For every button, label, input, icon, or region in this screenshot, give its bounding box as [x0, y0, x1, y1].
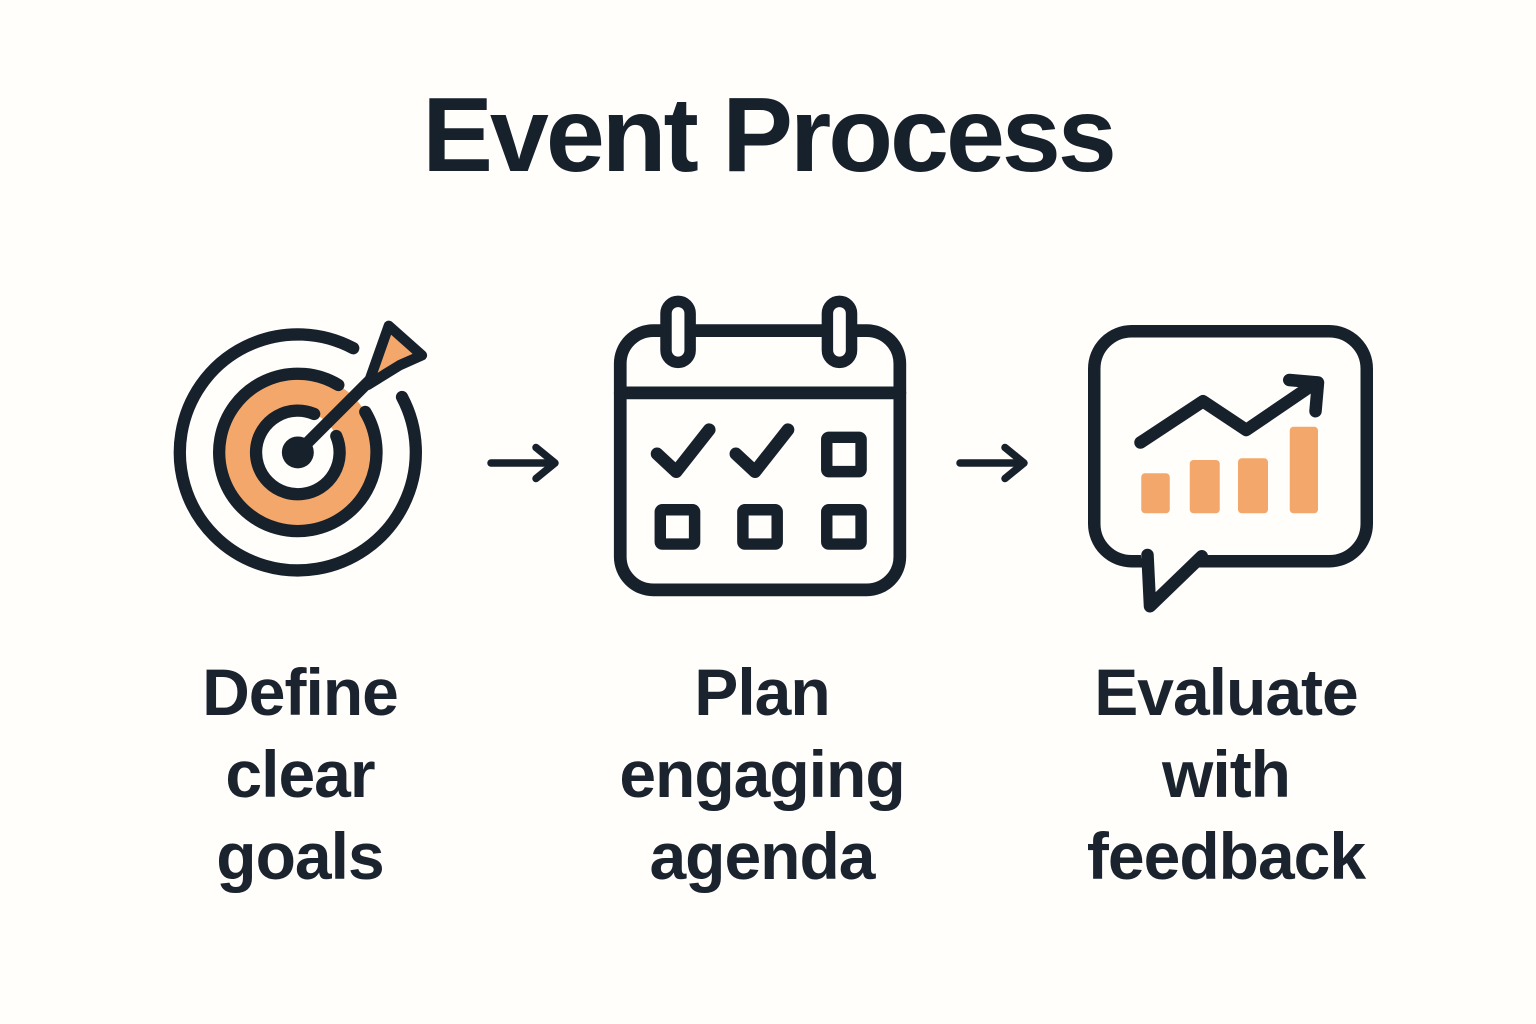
target-arrow-icon	[173, 320, 428, 577]
step-label-evaluate-feedback: Evaluate with feedback	[1086, 655, 1366, 893]
right-arrow-icon	[956, 443, 1028, 483]
feedback-chart-bubble-icon	[1088, 325, 1373, 613]
trend-arrowhead	[1283, 373, 1325, 418]
checkmark-2	[729, 423, 795, 478]
calendar-ring-left	[660, 295, 696, 369]
bar-chart-bars	[1141, 426, 1318, 514]
step-label-define-goals: Define clear goals	[202, 655, 399, 893]
calendar-ring-right	[821, 295, 858, 369]
bar-2	[1189, 460, 1220, 514]
bar-4	[1289, 426, 1318, 514]
checkbox-r2c2	[737, 504, 783, 550]
right-arrow-icon	[487, 443, 559, 483]
calendar-checklist-icon	[613, 295, 907, 597]
target-middle-ring	[213, 367, 383, 538]
page-title: Event Process	[422, 76, 1117, 194]
dart-fletching	[362, 320, 428, 390]
target-outer-ring	[173, 328, 422, 577]
speech-bubble-body	[1088, 325, 1373, 568]
arrow-head	[532, 443, 559, 483]
checkbox-r2c1	[654, 504, 701, 550]
calendar-body	[613, 324, 907, 597]
bar-1	[1141, 473, 1170, 514]
checkmark-1	[650, 423, 716, 478]
arrow-head	[1001, 443, 1028, 483]
target-inner-ring	[249, 404, 346, 501]
speech-bubble-tail	[1141, 548, 1208, 613]
bar-3	[1238, 458, 1268, 514]
checkbox-r1c3	[821, 431, 867, 478]
checkbox-r2c3	[821, 504, 867, 550]
trend-line	[1134, 377, 1321, 449]
step-label-plan-agenda: Plan engaging agenda	[619, 655, 905, 893]
